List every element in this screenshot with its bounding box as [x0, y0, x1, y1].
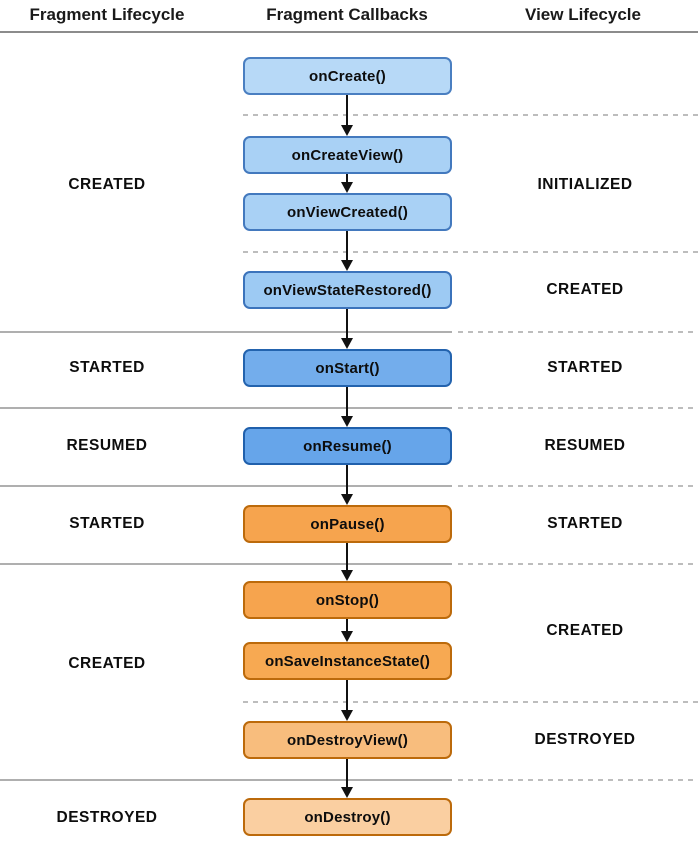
fragment-state-resumed: RESUMED — [66, 437, 148, 454]
fragment-and-view-state-divider — [0, 331, 698, 333]
dashed-line — [458, 563, 698, 565]
dashed-line — [243, 251, 698, 253]
solid-line — [0, 779, 452, 781]
fragment-state-started-1: STARTED — [69, 359, 145, 376]
fragment-and-view-state-divider — [0, 779, 698, 781]
arrow-stem — [345, 680, 349, 712]
solid-line — [0, 407, 452, 409]
fragment-state-started-2: STARTED — [69, 515, 145, 532]
arrow-stem — [345, 759, 349, 789]
arrow-head-icon — [340, 570, 353, 581]
callback-box-onsaveinstancestate: onSaveInstanceState() — [243, 642, 452, 680]
arrow-head-icon — [340, 416, 353, 427]
arrow-head-icon — [340, 338, 353, 349]
callback-box-oncreateview: onCreateView() — [243, 136, 452, 174]
fragment-state-created-1: CREATED — [68, 176, 146, 193]
callback-label: onDestroy() — [304, 808, 391, 826]
arrow-stem — [345, 619, 349, 633]
arrow-head-icon — [340, 787, 353, 798]
callback-box-ondestroy: onDestroy() — [243, 798, 452, 836]
callback-box-onviewcreated: onViewCreated() — [243, 193, 452, 231]
view-state-initialized: INITIALIZED — [537, 176, 633, 193]
view-state-divider — [0, 701, 698, 703]
dashed-line — [243, 701, 698, 703]
solid-line — [0, 485, 452, 487]
view-state-resumed: RESUMED — [544, 437, 626, 454]
callback-label: onCreateView() — [291, 146, 404, 164]
callback-box-ondestroyview: onDestroyView() — [243, 721, 452, 759]
dashed-line — [458, 779, 698, 781]
arrow-head-icon — [340, 631, 353, 642]
callback-label: onCreate() — [308, 67, 386, 85]
view-state-divider — [0, 114, 698, 116]
callback-label: onSaveInstanceState() — [264, 652, 431, 670]
arrow-head-icon — [340, 494, 353, 505]
header-divider — [0, 31, 698, 33]
view-state-divider — [0, 251, 698, 253]
callback-box-onresume: onResume() — [243, 427, 452, 465]
callback-label: onStop() — [315, 591, 380, 609]
arrow-head-icon — [340, 710, 353, 721]
arrow-head-icon — [340, 125, 353, 136]
view-state-created-2: CREATED — [546, 622, 624, 639]
callback-box-oncreate: onCreate() — [243, 57, 452, 95]
arrow-stem — [345, 543, 349, 572]
callback-label: onStart() — [315, 359, 380, 377]
callback-label: onViewStateRestored() — [263, 281, 432, 299]
callback-label: onResume() — [303, 437, 392, 455]
arrow-head-icon — [340, 260, 353, 271]
column-header-fragment-callbacks: Fragment Callbacks — [266, 5, 428, 24]
arrow-stem — [345, 465, 349, 496]
arrow-stem — [345, 309, 349, 340]
fragment-state-destroyed: DESTROYED — [56, 809, 158, 826]
view-state-started-2: STARTED — [547, 515, 623, 532]
arrow-stem — [345, 387, 349, 418]
view-state-created-1: CREATED — [546, 281, 624, 298]
column-header-view-lifecycle: View Lifecycle — [525, 5, 641, 24]
view-state-started-1: STARTED — [547, 359, 623, 376]
solid-line — [0, 331, 452, 333]
callback-label: onPause() — [310, 515, 385, 533]
dashed-line — [458, 485, 698, 487]
fragment-and-view-state-divider — [0, 563, 698, 565]
callback-label: onDestroyView() — [286, 731, 409, 749]
callback-box-onstart: onStart() — [243, 349, 452, 387]
column-header-fragment-lifecycle: Fragment Lifecycle — [29, 5, 185, 24]
arrow-head-icon — [340, 182, 353, 193]
dashed-line — [458, 407, 698, 409]
callback-box-onpause: onPause() — [243, 505, 452, 543]
callback-box-onstop: onStop() — [243, 581, 452, 619]
header-divider-line — [0, 31, 698, 33]
fragment-and-view-state-divider — [0, 485, 698, 487]
fragment-and-view-state-divider — [0, 407, 698, 409]
arrow-stem — [345, 231, 349, 262]
dashed-line — [243, 114, 698, 116]
view-state-destroyed: DESTROYED — [534, 731, 636, 748]
arrow-stem — [345, 174, 349, 184]
arrow-stem — [345, 95, 349, 127]
callback-box-onviewstaterestored: onViewStateRestored() — [243, 271, 452, 309]
dashed-line — [458, 331, 698, 333]
fragment-state-created-2: CREATED — [68, 655, 146, 672]
solid-line — [0, 563, 452, 565]
callback-label: onViewCreated() — [286, 203, 409, 221]
